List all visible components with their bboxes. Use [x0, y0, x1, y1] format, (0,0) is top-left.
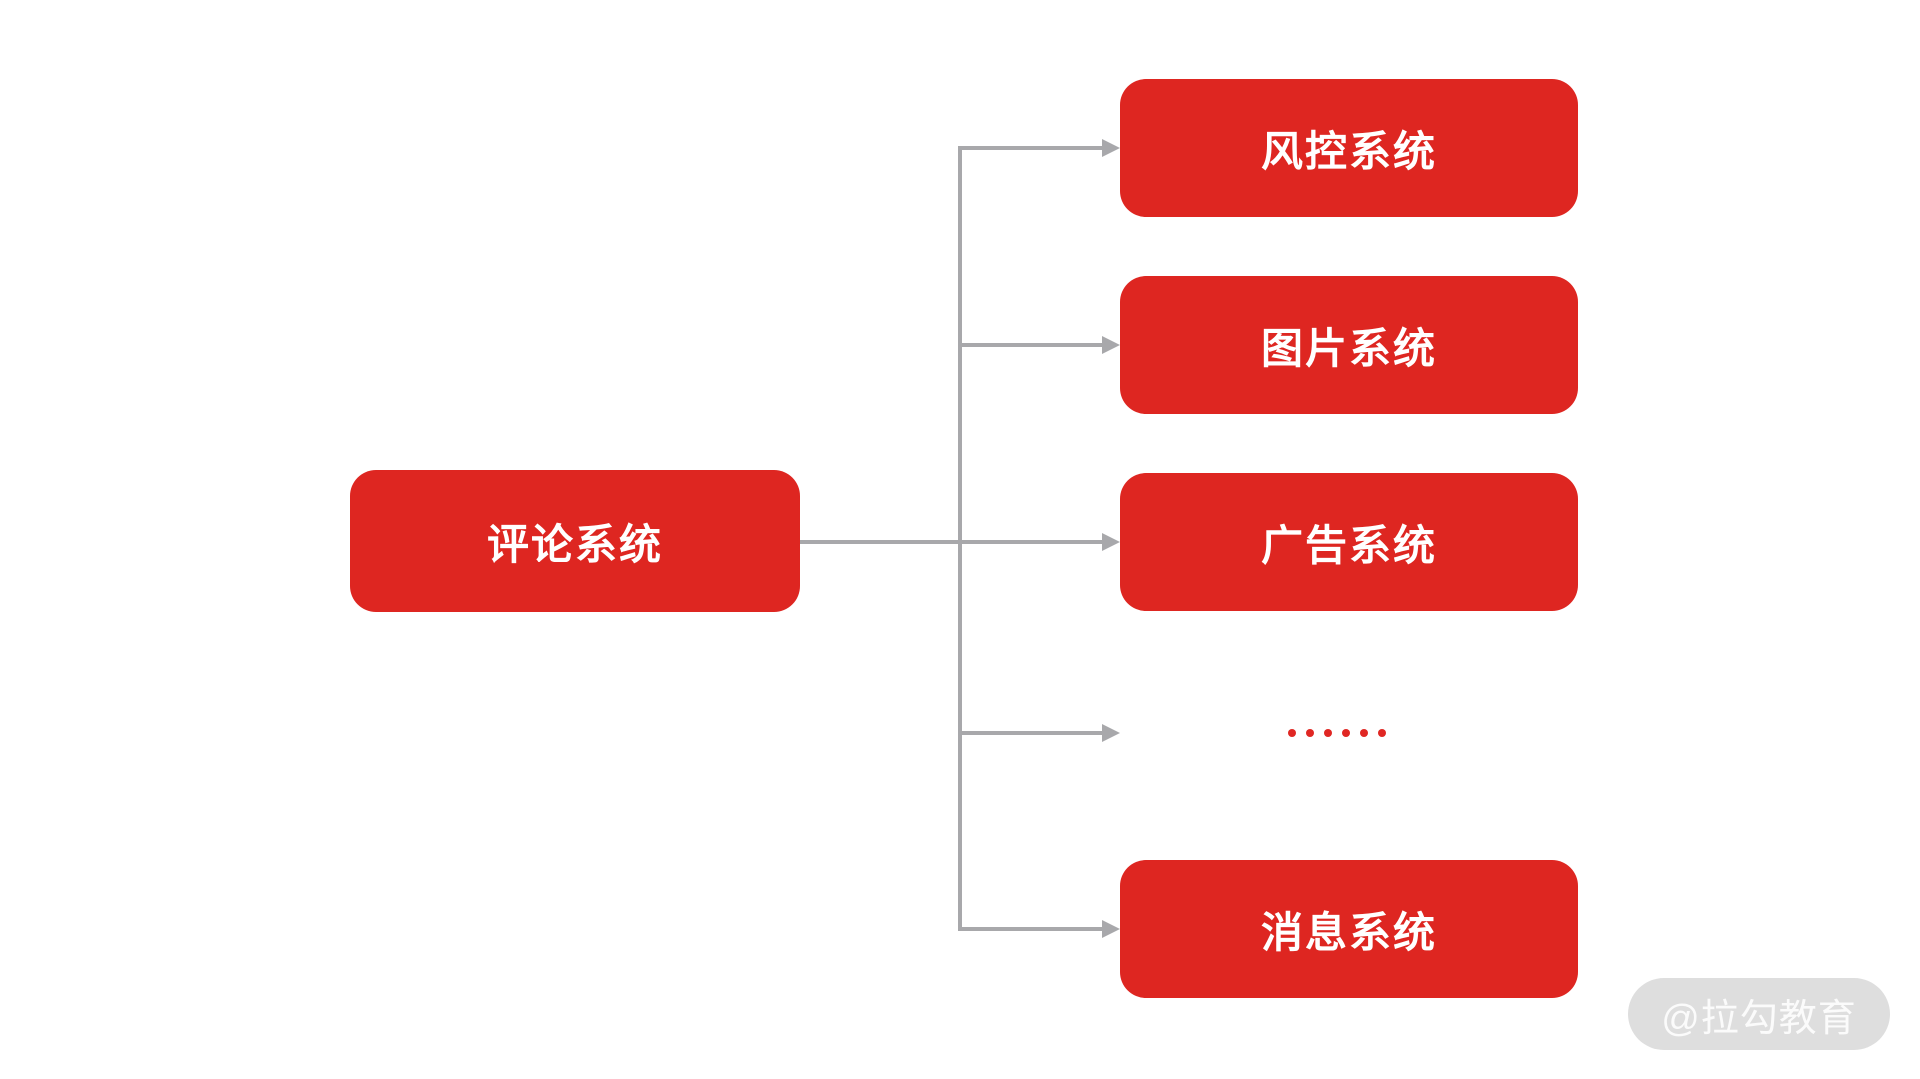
watermark-label: @拉勾教育 — [1661, 997, 1857, 1040]
connector-trunk — [958, 146, 962, 931]
ellipsis-dot — [1288, 729, 1296, 737]
node-risk-control-system: 风控系统 — [1120, 79, 1578, 217]
ellipsis-dot — [1306, 729, 1314, 737]
ellipsis-dot — [1342, 729, 1350, 737]
arrowhead-ellipsis-icon — [1102, 724, 1120, 742]
ellipsis-node — [1288, 729, 1386, 737]
node-comment-system: 评论系统 — [350, 470, 800, 612]
connector-branch-ellipsis — [958, 731, 1104, 735]
ellipsis-dot — [1324, 729, 1332, 737]
node-comment-system-label: 评论系统 — [486, 520, 663, 568]
connector-branch-risk — [958, 146, 1104, 150]
connector-branch-image — [958, 343, 1104, 347]
node-image-label: 图片系统 — [1260, 324, 1437, 372]
node-ad-system: 广告系统 — [1120, 473, 1578, 611]
node-image-system: 图片系统 — [1120, 276, 1578, 414]
node-message-system: 消息系统 — [1120, 860, 1578, 998]
arrowhead-ad-icon — [1102, 533, 1120, 551]
arrowhead-image-icon — [1102, 336, 1120, 354]
arrowhead-message-icon — [1102, 920, 1120, 938]
connector-root-to-trunk — [800, 540, 1104, 544]
node-ad-label: 广告系统 — [1260, 521, 1437, 569]
ellipsis-dot — [1378, 729, 1386, 737]
watermark-badge: @拉勾教育 — [1628, 978, 1890, 1050]
connector-branch-message — [958, 927, 1104, 931]
node-risk-control-label: 风控系统 — [1260, 127, 1437, 175]
ellipsis-dot — [1360, 729, 1368, 737]
node-message-label: 消息系统 — [1260, 908, 1437, 956]
arrowhead-risk-icon — [1102, 139, 1120, 157]
